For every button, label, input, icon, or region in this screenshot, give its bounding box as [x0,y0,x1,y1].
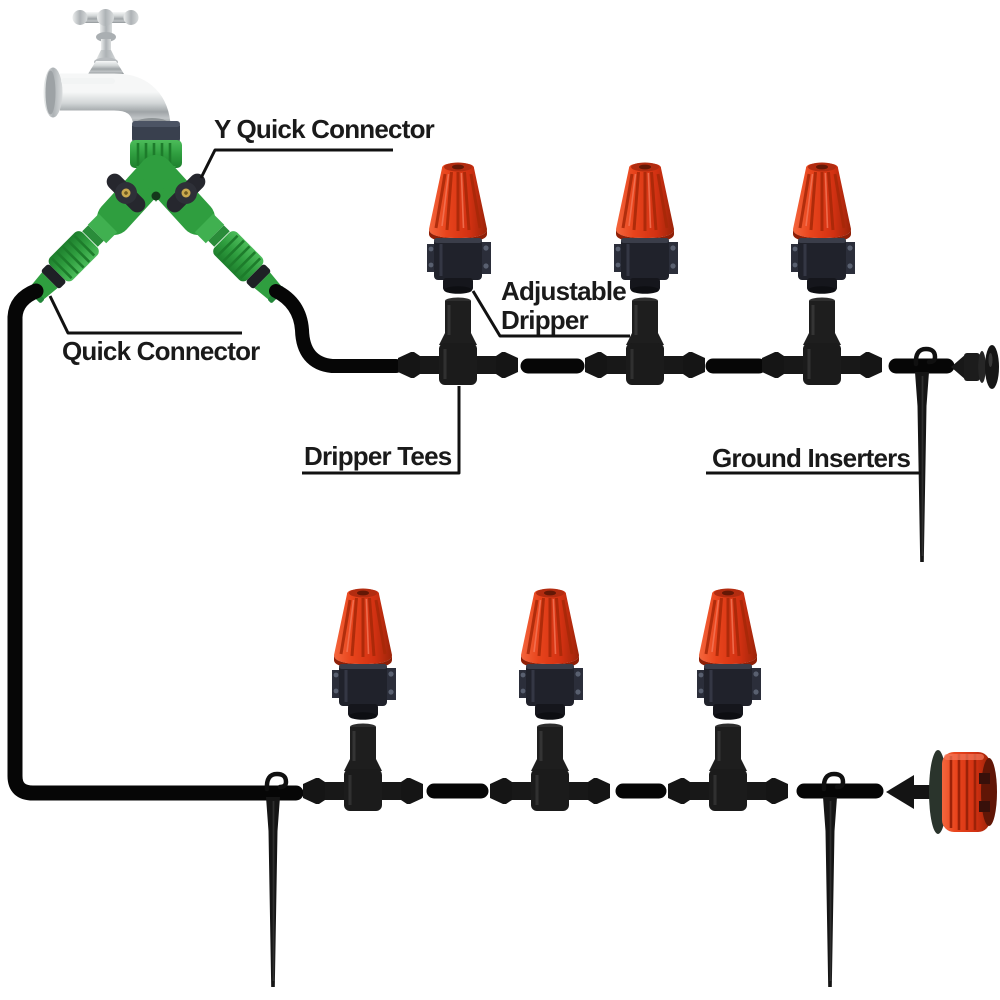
label-adjustable-dripper-line1: Adjustable [501,276,627,306]
leader-dripper-tees [302,386,461,475]
tubing [7,283,955,801]
hose-end-plug [951,345,999,389]
leader-y-quick-connector [199,148,393,179]
leader-lines [48,148,921,475]
adjustable-dripper [425,161,493,296]
adjustable-dripper [789,161,857,296]
ground-inserter [823,774,843,987]
faucet [43,9,171,132]
label-adjustable-dripper-line2: Dripper [501,305,589,335]
adjustable-dripper [612,161,680,296]
valve-lever-right [166,173,206,213]
ground-inserter [266,774,286,987]
label-adjustable-dripper: Adjustable Dripper [501,276,627,335]
valve-lever-left [106,173,146,213]
adjustable-dripper [695,587,763,722]
label-ground-inserters: Ground Inserters [712,443,911,473]
leader-quick-connector [48,295,242,335]
tube-left-run [7,283,304,801]
label-y-quick-connector: Y Quick Connector [214,114,435,144]
dripper-tee [760,296,884,387]
ground-inserter [915,349,935,562]
label-quick-connector: Quick Connector [62,336,260,366]
y-quick-connector [82,121,230,247]
leader-adjustable-dripper [471,290,630,338]
dripper-tee [396,296,520,387]
end-line-red-dripper [886,750,997,834]
adjustable-dripper [330,587,398,722]
tube-to-top-row [269,284,403,373]
dripper-tee [301,722,425,813]
label-dripper-tees: Dripper Tees [304,441,452,471]
dripper-tee [666,722,790,813]
dripper-tee [488,722,612,813]
adjustable-dripper [517,587,585,722]
